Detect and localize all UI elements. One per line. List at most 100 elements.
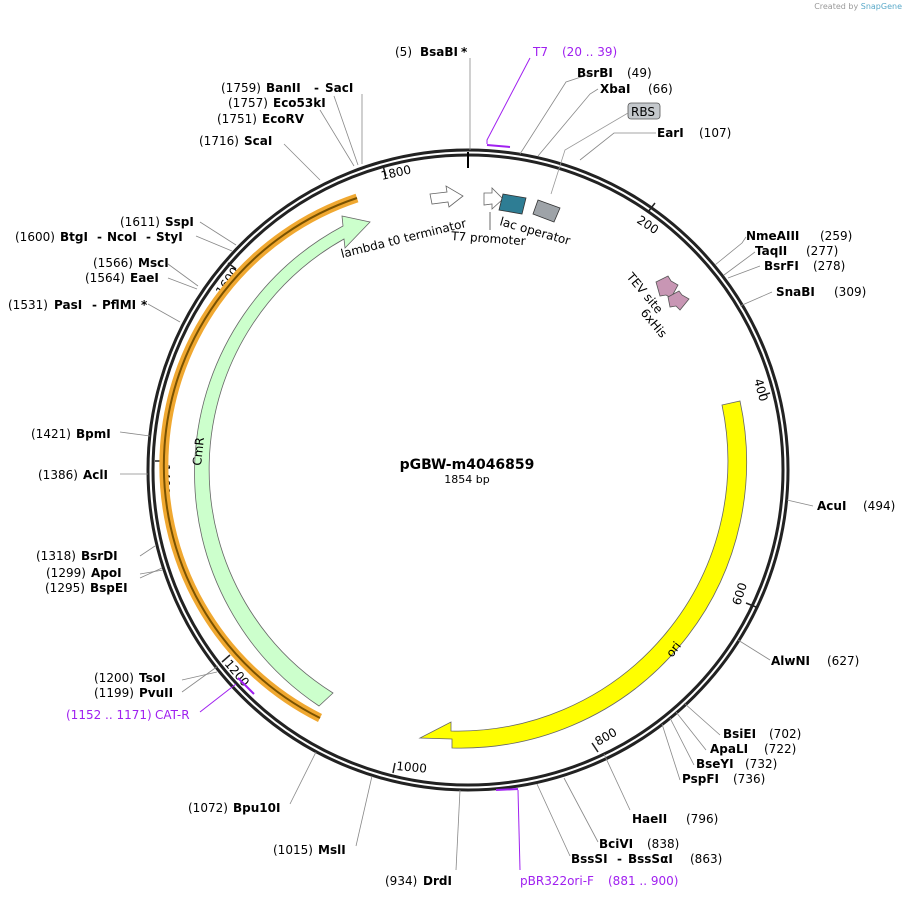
site-acui[interactable]: AcuI (494) xyxy=(817,499,895,513)
site-pasi-sep: - xyxy=(92,298,97,312)
site-nmeaiii[interactable]: NmeAIII (259) xyxy=(746,229,852,243)
site-leaders xyxy=(119,58,814,871)
primer-t7-range: (20 .. 39) xyxy=(562,45,617,59)
site-bspei-name: BspEI xyxy=(90,581,128,595)
site-bspei-pos: (1295) xyxy=(45,581,85,595)
site-tsoi[interactable]: (1200) TsoI xyxy=(94,671,165,685)
site-bsssi-name: BssSI xyxy=(571,852,608,866)
primer-cat-r[interactable]: (1152 .. 1171) CAT-R xyxy=(66,677,255,722)
site-bsssi-sep: - xyxy=(617,852,622,866)
site-msli[interactable]: (1015) MslI xyxy=(273,843,346,857)
site-btgi-name3: StyI xyxy=(156,230,183,244)
site-msli-pos: (1015) xyxy=(273,843,313,857)
site-apoi-pos: (1299) xyxy=(46,566,86,580)
snapgene-brand: SnapGene xyxy=(860,2,902,11)
lac-operator[interactable] xyxy=(498,193,527,215)
site-haeii[interactable]: HaeII (796) xyxy=(632,812,718,826)
site-pasi[interactable]: (1531) PasI - PflMI * xyxy=(8,298,148,312)
site-banii[interactable]: (1759) BanII - SacI xyxy=(221,81,353,95)
t7-promoter-label: T7 promoter xyxy=(450,229,526,248)
site-apoi[interactable]: (1299) ApoI xyxy=(46,566,122,580)
site-alwni-name: AlwNI xyxy=(771,654,810,668)
rbs-callout-box xyxy=(627,102,661,120)
site-eari[interactable]: EarI (107) xyxy=(657,126,731,140)
site-msci[interactable]: (1566) MscI xyxy=(93,256,169,270)
site-eaei[interactable]: (1564) EaeI xyxy=(85,271,159,285)
site-xbai-name: XbaI xyxy=(600,82,630,96)
site-drdi-pos: (934) xyxy=(385,874,417,888)
cmr-arrow[interactable] xyxy=(194,215,371,707)
tev-site[interactable] xyxy=(655,275,679,299)
site-ecorv[interactable]: (1751) EcoRV xyxy=(217,112,305,126)
site-eco53ki-name: Eco53kI xyxy=(273,96,326,110)
primer-cat-r-range: (1152 .. 1171) xyxy=(66,708,152,722)
t7-promoter[interactable] xyxy=(483,187,504,210)
site-taqii[interactable]: TaqII (277) xyxy=(755,244,838,258)
site-bseyi[interactable]: BseYI (732) xyxy=(696,757,777,771)
site-btgi[interactable]: (1600) BtgI - NcoI - StyI xyxy=(15,230,183,244)
site-sspi[interactable]: (1611) SspI xyxy=(120,215,194,229)
site-apoi-name: ApoI xyxy=(91,566,122,580)
site-pspfi[interactable]: PspFI (736) xyxy=(682,772,765,786)
site-msci-pos: (1566) xyxy=(93,256,133,270)
site-bcivi-pos: (838) xyxy=(647,837,679,851)
site-bsiei[interactable]: BsiEI (702) xyxy=(723,727,801,741)
site-bpmi-pos: (1421) xyxy=(31,427,71,441)
lambda-t0-terminator[interactable] xyxy=(429,185,464,208)
site-snabi-name: SnaBI xyxy=(776,285,815,299)
site-tsoi-name: TsoI xyxy=(139,671,165,685)
site-bsabi[interactable]: (5) BsaBI * xyxy=(395,45,468,59)
primer-t7-name: T7 xyxy=(532,45,548,59)
his6-tag[interactable] xyxy=(667,290,690,311)
site-btgi-pos: (1600) xyxy=(15,230,55,244)
his6-label: 6xHis xyxy=(638,306,670,341)
site-bsrbi-pos: (49) xyxy=(627,66,652,80)
site-bsabi-star: * xyxy=(461,45,468,59)
site-bsrdi-pos: (1318) xyxy=(36,549,76,563)
site-snabi[interactable]: SnaBI (309) xyxy=(776,285,866,299)
site-bpu10i[interactable]: (1072) Bpu10I xyxy=(188,801,280,815)
site-bsrdi[interactable]: (1318) BsrDI xyxy=(36,549,118,563)
tick-1000: 1000 xyxy=(396,759,428,776)
site-nmeaiii-pos: (259) xyxy=(820,229,852,243)
site-bsssi[interactable]: BssSI - BssSαI (863) xyxy=(571,852,722,866)
site-msci-name: MscI xyxy=(138,256,169,270)
site-drdi[interactable]: (934) DrdI xyxy=(385,874,452,888)
site-pvuii[interactable]: (1199) PvuII xyxy=(94,686,173,700)
site-bsabi-pos: (5) xyxy=(395,45,412,59)
rbs-callout-label: RBS xyxy=(631,105,655,119)
site-bsrbi[interactable]: BsrBI (49) xyxy=(577,66,652,80)
rbs-box[interactable] xyxy=(532,199,561,223)
site-bcivi[interactable]: BciVI (838) xyxy=(599,837,679,851)
site-eari-pos: (107) xyxy=(699,126,731,140)
primer-pbr322ori-f-name: pBR322ori-F xyxy=(520,874,594,888)
site-alwni-pos: (627) xyxy=(827,654,859,668)
site-sspi-name: SspI xyxy=(165,215,194,229)
primer-pbr322ori-f[interactable]: pBR322ori-F (881 .. 900) xyxy=(495,788,678,888)
site-msli-name: MslI xyxy=(318,843,346,857)
site-banii-name2: SacI xyxy=(325,81,353,95)
plasmid-name: pGBW-m4046859 xyxy=(400,457,535,473)
primer-t7[interactable]: T7 (20 .. 39) xyxy=(486,45,617,148)
ori-arrow[interactable] xyxy=(418,400,747,749)
site-bspei[interactable]: (1295) BspEI xyxy=(45,581,128,595)
site-apali[interactable]: ApaLI (722) xyxy=(710,742,796,756)
site-pasi-name2: PflMI xyxy=(102,298,136,312)
site-eco53ki[interactable]: (1757) Eco53kI xyxy=(228,96,326,110)
site-alwni[interactable]: AlwNI (627) xyxy=(771,654,859,668)
site-pasi-name: PasI xyxy=(54,298,82,312)
site-eaei-pos: (1564) xyxy=(85,271,125,285)
site-bpmi[interactable]: (1421) BpmI xyxy=(31,427,111,441)
site-xbai[interactable]: XbaI (66) xyxy=(600,82,673,96)
site-bpu10i-pos: (1072) xyxy=(188,801,228,815)
site-bsrbi-name: BsrBI xyxy=(577,66,613,80)
backbone-outer xyxy=(146,148,790,792)
site-bsrfi-pos: (278) xyxy=(813,259,845,273)
site-bsrfi[interactable]: BsrFI (278) xyxy=(764,259,845,273)
site-bcivi-name: BciVI xyxy=(599,837,633,851)
site-pasi-pos: (1531) xyxy=(8,298,48,312)
primer-pbr322ori-f-range: (881 .. 900) xyxy=(608,874,678,888)
site-acli[interactable]: (1386) AclI xyxy=(38,468,108,482)
site-scai[interactable]: (1716) ScaI xyxy=(199,134,272,148)
